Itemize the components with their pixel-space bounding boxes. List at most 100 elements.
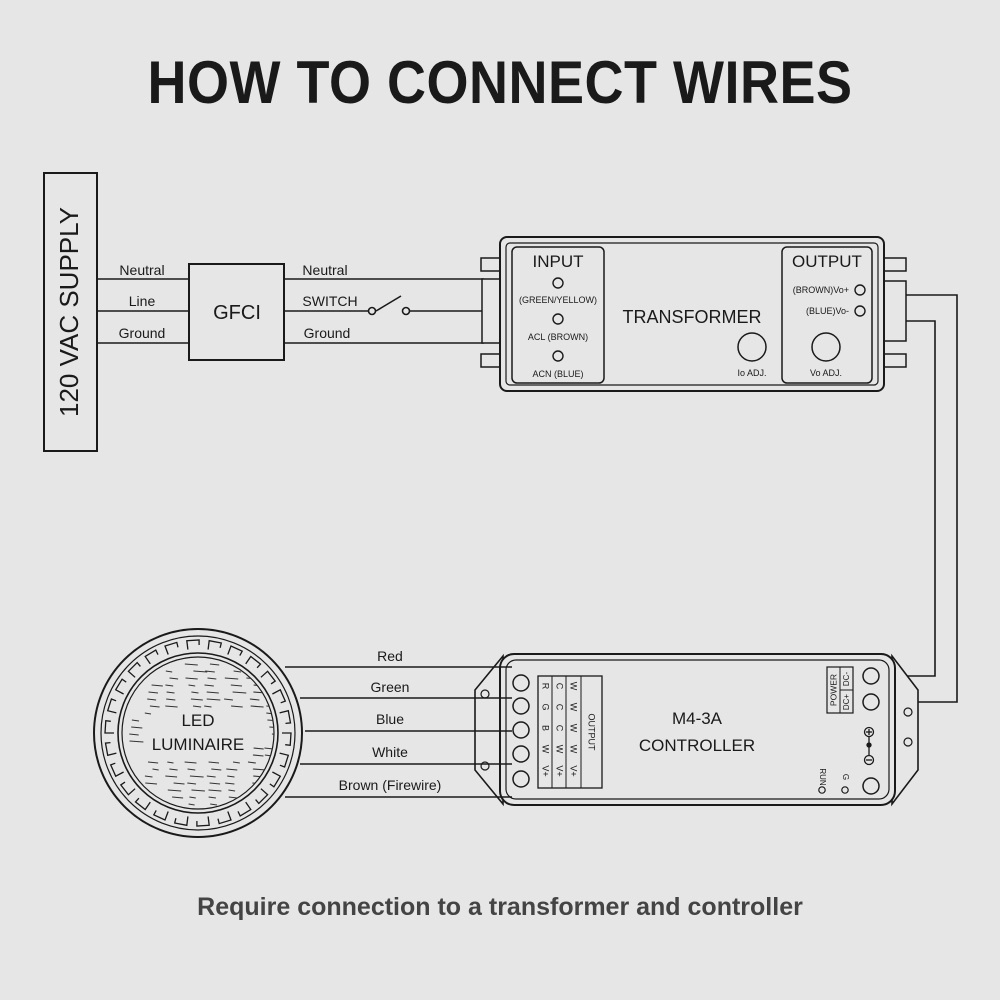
- lens-dash: [188, 684, 196, 687]
- controller-screw: [862, 777, 880, 795]
- dc-minus-label: DC-: [842, 672, 851, 687]
- lens-dash: [208, 761, 220, 764]
- rim-tooth: [104, 741, 117, 757]
- lens-dash: [189, 796, 196, 799]
- lens-dash: [224, 677, 239, 680]
- rim-tooth: [237, 801, 252, 817]
- vo-adj-knob: [811, 332, 841, 362]
- lens-dash: [269, 726, 274, 729]
- lens-dash: [253, 747, 264, 750]
- lens-dash: [207, 677, 217, 680]
- terminal-letter: V+: [569, 765, 579, 776]
- lens-dash: [191, 789, 205, 792]
- lens-dash: [148, 691, 159, 694]
- g-label: G: [841, 774, 850, 780]
- rim-tooth: [279, 752, 290, 768]
- controller-dc-plus-terminal: [862, 693, 880, 711]
- rim-tooth: [255, 788, 269, 805]
- rim-tooth: [272, 688, 287, 704]
- lens-dash: [267, 719, 274, 722]
- lens-dash: [165, 684, 174, 687]
- transformer-label: TRANSFORMER: [623, 307, 762, 327]
- lens-dash: [166, 691, 175, 694]
- lens-dash: [225, 782, 235, 785]
- controller-terminal-blue: [512, 721, 530, 739]
- lens-dash: [208, 796, 216, 799]
- controller-name: CONTROLLER: [639, 736, 755, 755]
- lens-dash: [192, 705, 202, 708]
- controller-terminal-brown: [512, 770, 530, 788]
- supply-label: 120 VAC SUPPLY: [54, 207, 84, 417]
- rim-tooth: [245, 655, 262, 669]
- run-led: [818, 786, 826, 794]
- lens-dash: [184, 663, 198, 666]
- rim-tooth: [279, 709, 292, 725]
- lens-dash: [185, 677, 198, 680]
- lens-dash: [233, 670, 242, 673]
- terminal-letter: C: [555, 704, 565, 711]
- lens-dash: [165, 670, 173, 673]
- lens-dash: [191, 691, 199, 694]
- terminal-letter: W: [541, 745, 551, 754]
- lens-dash: [247, 761, 256, 764]
- rim-tooth: [106, 698, 117, 714]
- controller-model: M4-3A: [672, 709, 723, 728]
- gfci-box: GFCI: [188, 263, 285, 361]
- terminal-letter: W: [569, 682, 579, 691]
- lens-dash: [228, 796, 238, 799]
- wire-label-white: White: [372, 744, 408, 760]
- lens-dash: [228, 789, 236, 792]
- lens-dash: [204, 705, 212, 708]
- controller-terminal-green: [512, 697, 530, 715]
- supply-wire-line: Line: [129, 293, 156, 309]
- dc-jack-icon: [863, 726, 875, 766]
- lens-dash: [208, 789, 222, 792]
- lens-dash: [147, 761, 159, 764]
- lens-dash: [190, 698, 203, 701]
- lens-dash: [166, 698, 176, 701]
- wire-label-brown: Brown (Firewire): [339, 777, 442, 793]
- output-terminal-vplus-label: (BROWN)Vo+: [793, 285, 849, 295]
- lens-dash: [206, 691, 219, 694]
- rim-tooth: [119, 781, 136, 796]
- page-title: HOW TO CONNECT WIRES: [147, 49, 853, 117]
- lens-dash: [250, 705, 264, 708]
- lens-dash: [187, 782, 197, 785]
- lens-dash: [144, 712, 152, 715]
- wire-label-red: Red: [377, 648, 403, 664]
- dc-wires: [883, 294, 958, 703]
- lens-dash: [173, 782, 185, 785]
- lens-dash: [249, 698, 260, 701]
- vo-adj-label: Vo ADJ.: [810, 368, 842, 378]
- controller-terminal-white: [512, 745, 530, 763]
- lens-dash: [209, 782, 221, 785]
- rim-tooth: [260, 670, 277, 685]
- supply-wire-ground: Ground: [119, 325, 166, 341]
- rim-tooth: [269, 771, 282, 788]
- dc-plus-label: DC+: [842, 694, 851, 711]
- lens-dash: [131, 726, 143, 729]
- lens-dash: [210, 803, 218, 806]
- gfci-label: GFCI: [213, 302, 261, 324]
- terminal-letter: W: [555, 745, 565, 754]
- supply-wire-neutral: Neutral: [119, 262, 164, 278]
- rim-tooth: [217, 811, 232, 825]
- lens-dash: [232, 761, 240, 764]
- lens-dash: [165, 775, 178, 778]
- controller-dc-minus-terminal: [862, 667, 880, 685]
- io-adj-label: Io ADJ.: [737, 368, 766, 378]
- input-terminal-acn-label: ACN (BLUE): [532, 369, 583, 379]
- lens-dash: [167, 789, 182, 792]
- lens-dash: [151, 684, 163, 687]
- lens-dash: [252, 768, 267, 771]
- lens-dash: [206, 775, 216, 778]
- lens-dash: [264, 747, 274, 750]
- gfci-out-ground: Ground: [304, 325, 351, 341]
- lens-dash: [209, 663, 220, 666]
- lens-dash: [165, 705, 178, 708]
- switch-symbol: [367, 306, 411, 316]
- lens-dash: [149, 705, 160, 708]
- terminal-letter: W: [569, 745, 579, 754]
